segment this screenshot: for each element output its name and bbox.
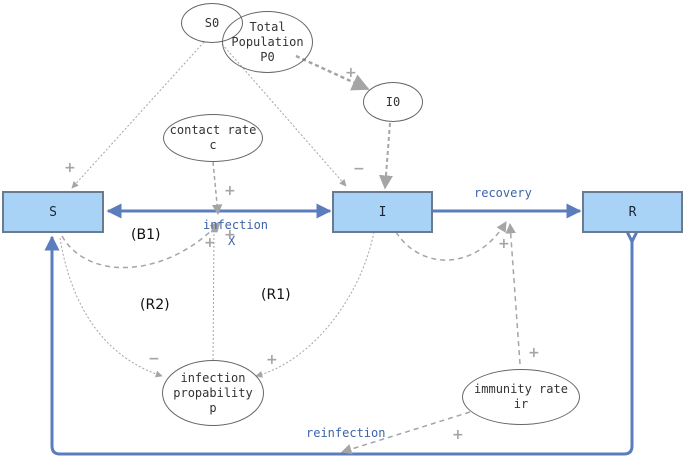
- recovery-flow-label: recovery: [474, 186, 532, 200]
- aux-total-population-label: Total Population P0: [231, 19, 304, 64]
- polarity-plus-i-to-recovery: +: [498, 236, 510, 252]
- polarity-plus-infection-top: +: [224, 227, 236, 243]
- aux-infection-probability-label: infection propability p: [173, 370, 253, 415]
- aux-immunity-rate-label: immunity rate ir: [474, 382, 568, 411]
- polarity-plus-i-to-probability: +: [266, 352, 278, 368]
- link-s0-to-s[interactable]: [71, 41, 205, 189]
- stock-r-label: R: [628, 204, 637, 220]
- aux-s0-label: S0: [204, 15, 220, 30]
- polarity-minus-s-to-probability: −: [148, 351, 160, 367]
- aux-immunity-rate[interactable]: immunity rate ir: [462, 369, 580, 425]
- aux-i0[interactable]: I0: [363, 82, 423, 122]
- aux-contact-rate-label: contact rate c: [169, 123, 257, 152]
- infection-flow-sub-label: X: [228, 234, 236, 248]
- polarity-plus-population-to-i0: +: [345, 65, 357, 81]
- link-s-to-infection[interactable]: [61, 221, 221, 269]
- link-immunity-rate-to-reinfection[interactable]: [340, 411, 471, 455]
- link-population-to-i0[interactable]: [295, 54, 370, 91]
- stock-i[interactable]: I: [332, 191, 433, 233]
- reinfection-flow-label: reinfection: [306, 426, 386, 440]
- polarity-minus-s0-to-i: −: [353, 161, 365, 177]
- polarity-plus-probability-to-infection: +: [204, 235, 216, 251]
- loop-label-b1: (B1): [131, 227, 161, 243]
- polarity-plus-immunity-to-reinfection: +: [452, 427, 464, 443]
- stock-r[interactable]: R: [582, 191, 683, 233]
- polarity-plus-s0-to-s: +: [64, 160, 76, 176]
- aux-contact-rate[interactable]: contact rate c: [163, 114, 263, 162]
- polarity-plus-contact-rate: +: [224, 183, 236, 199]
- aux-i0-label: I0: [385, 94, 401, 109]
- stock-i-label: I: [378, 204, 387, 220]
- aux-total-population[interactable]: Total Population P0: [222, 11, 313, 73]
- loop-label-r2: (R2): [140, 297, 170, 313]
- aux-infection-probability[interactable]: infection propability p: [162, 360, 264, 426]
- link-i-to-infection-probability[interactable]: [255, 231, 375, 378]
- link-s0-to-i[interactable]: [221, 43, 347, 187]
- polarity-plus-immunity-to-recovery: +: [528, 345, 540, 361]
- link-immunity-rate-to-recovery[interactable]: [505, 222, 521, 365]
- loop-label-r1: (R1): [261, 287, 291, 303]
- stock-s-label: S: [49, 204, 57, 220]
- link-i0-to-i[interactable]: [378, 122, 393, 190]
- link-contact-rate-to-infection[interactable]: [211, 161, 223, 216]
- infection-flow-label: infection: [203, 218, 269, 232]
- stock-s[interactable]: S: [2, 191, 104, 233]
